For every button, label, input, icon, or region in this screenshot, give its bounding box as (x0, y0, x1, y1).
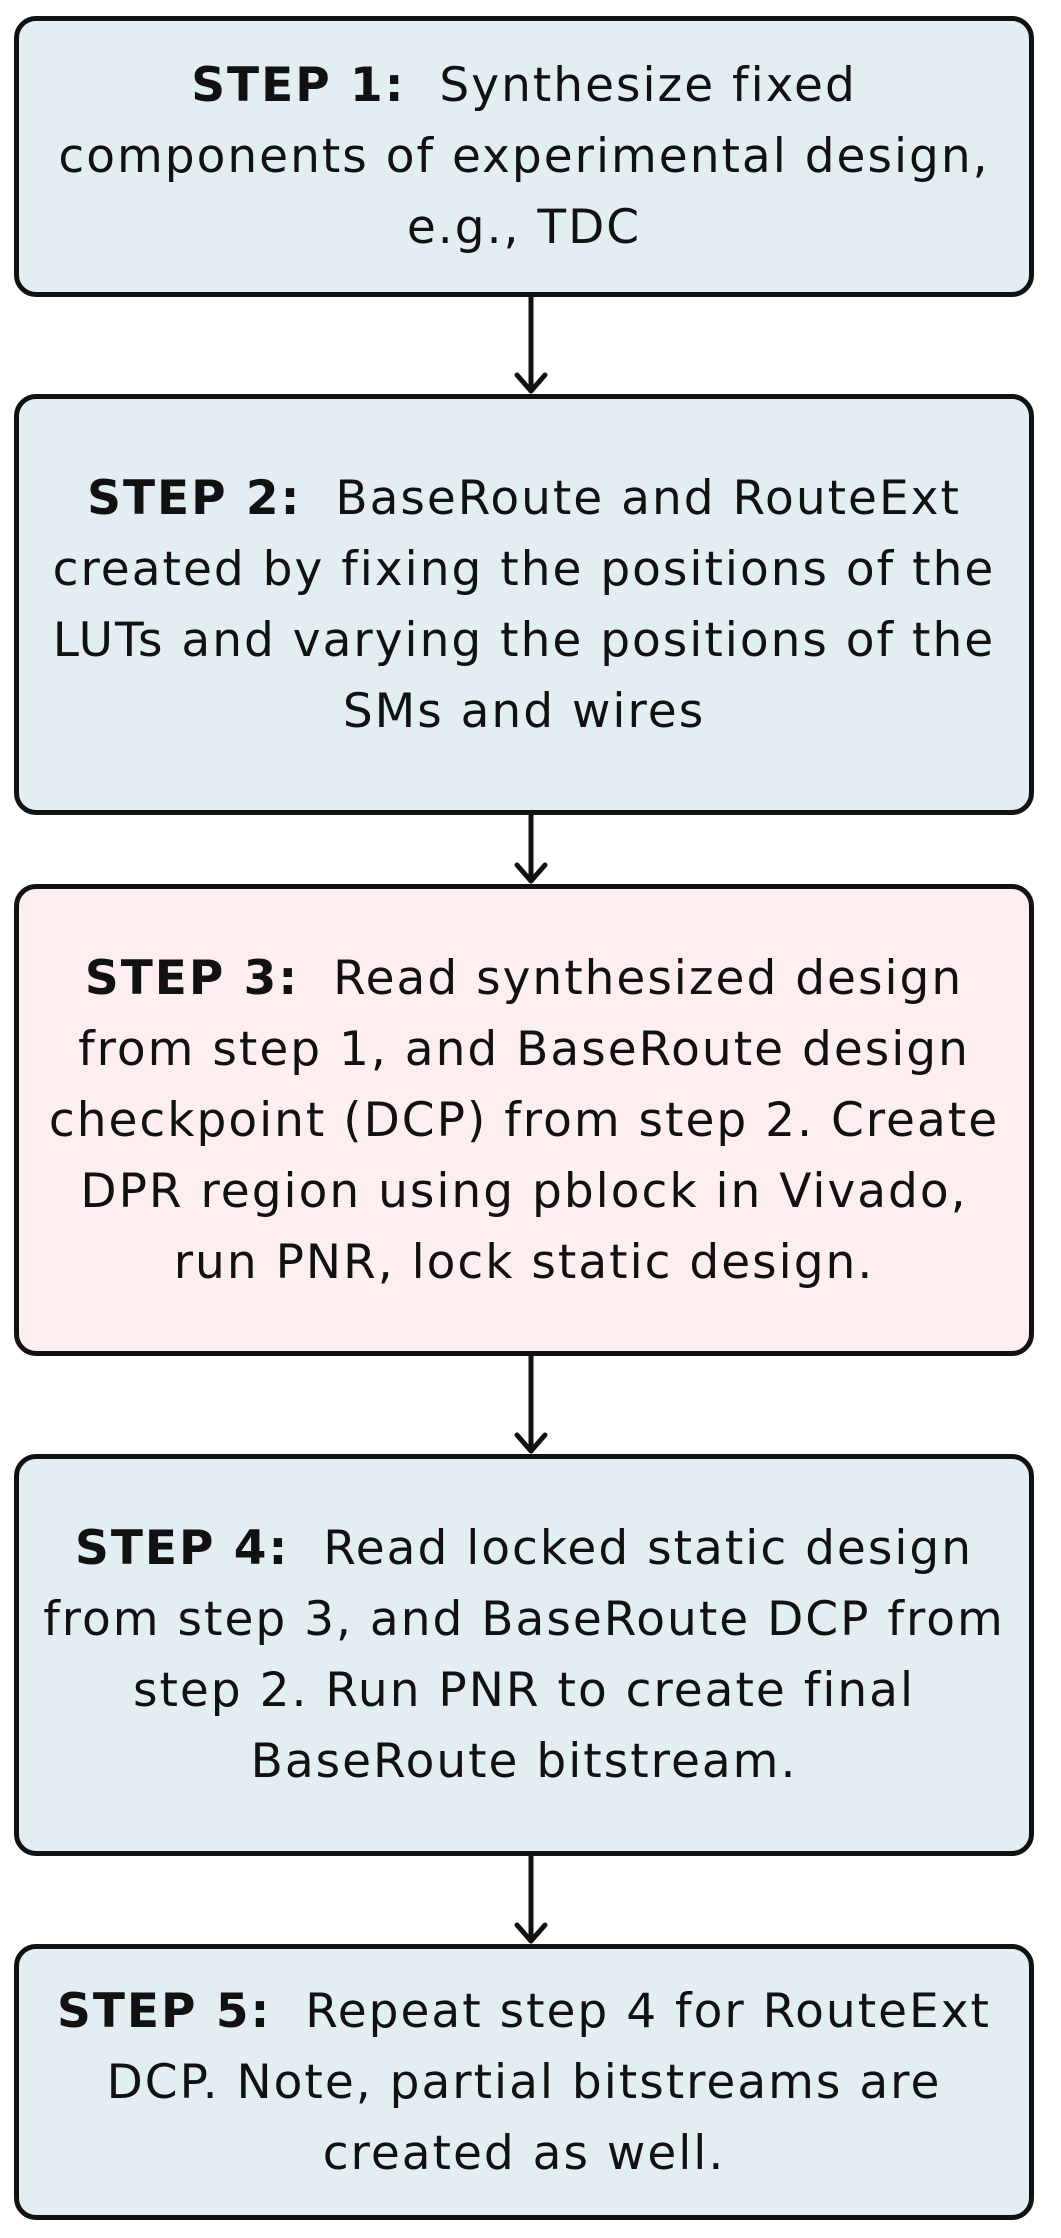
step-3-label: STEP 3: (84, 950, 300, 1006)
step-1-text: Synthesize fixed components of experimen… (58, 58, 990, 255)
arrow-step2-to-step3 (514, 812, 548, 884)
step-1-label: STEP 1: (191, 58, 406, 113)
step-1-content: STEP 1: Synthesize fixed components of e… (41, 50, 1007, 263)
step-5-content: STEP 5: Repeat step 4 for RouteExt DCP. … (41, 1976, 1007, 2189)
step-4-box: STEP 4: Read locked static design from s… (14, 1454, 1034, 1856)
step-4-label: STEP 4: (74, 1521, 290, 1576)
step-5-label: STEP 5: (57, 1983, 272, 2039)
step-3-box: STEP 3: Read synthesized design from ste… (14, 884, 1034, 1356)
step-2-content: STEP 2: BaseRoute and RouteExt created b… (41, 463, 1007, 747)
step-2-box: STEP 2: BaseRoute and RouteExt created b… (14, 394, 1034, 815)
step-1-box: STEP 1: Synthesize fixed components of e… (14, 16, 1034, 297)
step-3-content: STEP 3: Read synthesized design from ste… (41, 943, 1007, 1298)
step-5-box: STEP 5: Repeat step 4 for RouteExt DCP. … (14, 1944, 1034, 2220)
step-2-text: BaseRoute and RouteExt created by fixing… (52, 470, 996, 739)
step-4-content: STEP 4: Read locked static design from s… (41, 1513, 1007, 1797)
step-5-text: Repeat step 4 for RouteExt DCP. Note, pa… (106, 1983, 991, 2181)
arrow-step1-to-step2 (514, 294, 548, 394)
arrow-step3-to-step4 (514, 1353, 548, 1454)
step-2-label: STEP 2: (87, 470, 302, 526)
step-4-text: Read locked static design from step 3, a… (43, 1521, 1005, 1789)
arrow-step4-to-step5 (514, 1853, 548, 1944)
step-3-text: Read synthesized design from step 1, and… (48, 950, 1000, 1290)
